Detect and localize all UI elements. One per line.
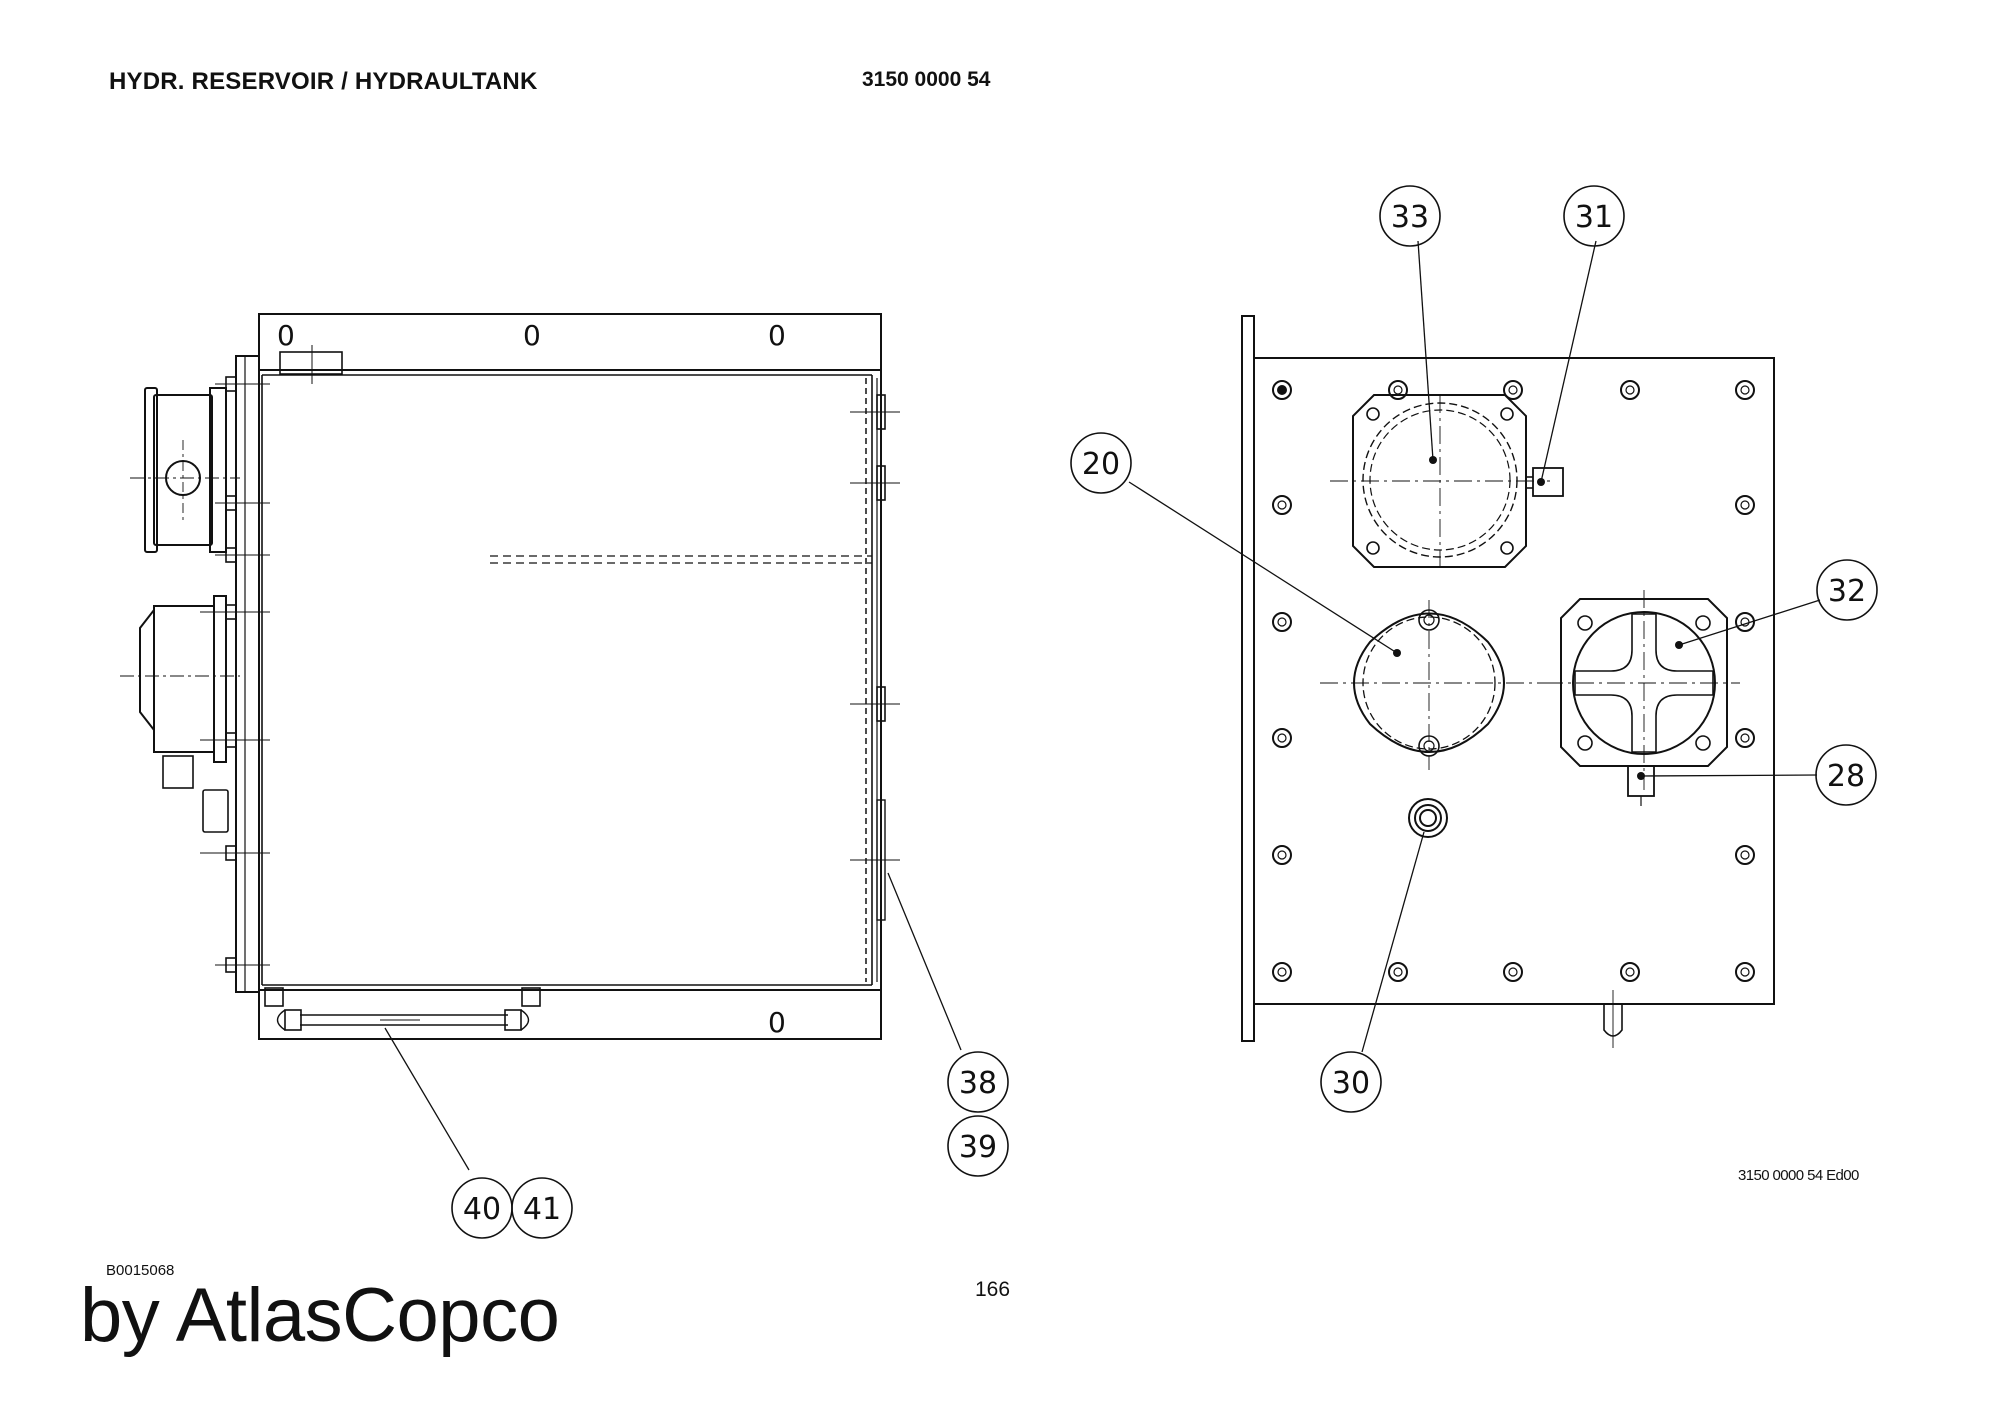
inspection-cover <box>1330 394 1564 570</box>
callout-bubbles <box>451 185 1878 1239</box>
part-number: 3150 0000 54 <box>862 68 991 91</box>
sight-gauge <box>264 987 541 1031</box>
frame-mark: 0 <box>277 319 295 352</box>
oval-flange <box>1320 600 1545 770</box>
callout-label-28: 28 <box>1827 759 1865 794</box>
page-title: HYDR. RESERVOIR / HYDRAULTANK <box>109 68 538 95</box>
lower-filter-housing <box>120 595 240 833</box>
leader-lines <box>384 240 1821 1171</box>
callout-label-33: 33 <box>1391 200 1429 235</box>
frame-mark: 0 <box>768 319 786 352</box>
callout-label-39: 39 <box>959 1130 997 1165</box>
upper-port-cylinder <box>130 387 240 553</box>
top-view <box>1241 315 1775 1048</box>
drawing-code: B0015068 <box>106 1262 175 1279</box>
callout-label-32: 32 <box>1828 574 1866 609</box>
edition-code: 3150 0000 54 Ed00 <box>1738 1167 1859 1184</box>
callout-labels: 33 31 20 32 28 38 39 40 41 30 <box>463 200 1866 1227</box>
brand-footer: by AtlasCopco <box>80 1273 560 1358</box>
frame-mark: 0 <box>523 319 541 352</box>
side-view: 0 0 0 0 <box>120 313 900 1040</box>
callout-label-30: 30 <box>1332 1066 1370 1101</box>
side-plate <box>1241 315 1255 1042</box>
filler-cap <box>1408 798 1448 838</box>
callout-label-41: 41 <box>523 1192 561 1227</box>
callout-label-20: 20 <box>1082 447 1120 482</box>
frame-mark: 0 <box>768 1006 786 1039</box>
callout-label-38: 38 <box>959 1066 997 1101</box>
tank-outer-frame <box>258 313 882 1040</box>
page-number: 166 <box>975 1278 1011 1301</box>
bolt-holes <box>1272 380 1755 982</box>
mounting-plate <box>235 355 260 993</box>
cross-cover-flange <box>1545 590 1740 806</box>
callout-label-40: 40 <box>463 1192 501 1227</box>
top-cover-plate <box>1253 357 1775 1005</box>
callout-label-31: 31 <box>1575 200 1613 235</box>
